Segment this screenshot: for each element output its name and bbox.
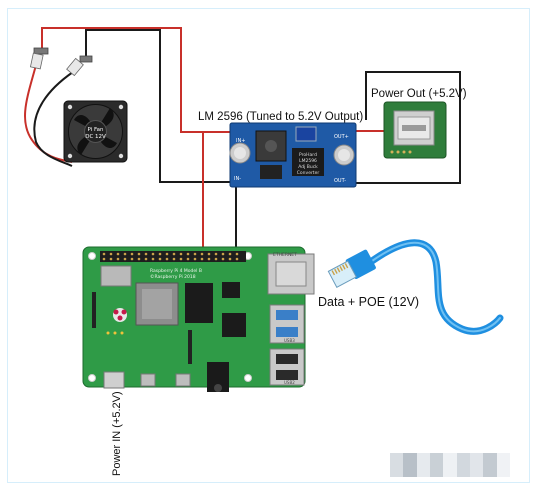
image-frame [7,8,530,483]
fan-connector-black [66,55,93,77]
ram-chip [185,283,213,323]
data-poe-label: Data + POE (12V) [318,295,420,309]
pixelated-watermark [390,453,510,477]
buck-chip-line4: Converter [297,170,320,176]
micro-hdmi-0 [140,373,156,387]
usb3-port-label: USB3 [284,338,295,343]
buck-pin-in-plus: IN+ [236,138,245,144]
usb-c-power-port [103,371,125,389]
ethernet-port-label: ETHERNET [273,252,297,258]
buck-chip-line2: LM2596 [299,158,317,164]
camera-connector [188,330,192,364]
buck-pin-out-plus: OUT+ [334,134,349,140]
ethernet-port: ETHERNET [267,252,315,295]
usb2-port-label: USB2 [284,380,295,385]
buck-converter-label: LM 2596 (Tuned to 5.2V Output) [198,111,364,123]
fan-connector-red [29,47,49,70]
fan-red-wire [24,27,230,163]
rj45-plug [327,249,376,288]
pi-fan: Pi Fan DC 12V [63,100,128,163]
ethernet-cable [327,239,504,335]
raspberry-pi-board: Raspberry Pi 4 Model B ©Raspberry Pi 201… [82,246,315,392]
usb-black-wire [350,71,461,184]
pi-model-label: Raspberry Pi 4 Model B [150,268,202,274]
ethernet-controller [222,313,246,337]
audio-jack [207,362,229,392]
buck-converter-board: ProHard LM2596 Adj Buck Converter IN+ IN… [229,122,357,188]
fan-label-line2: DC 12V [85,134,106,140]
buck-pin-out-minus: OUT- [334,178,346,184]
usb3-port: USB3 [269,304,305,344]
buck-chip-line3: Adj Buck [298,164,318,170]
wifi-module [100,265,132,287]
pi-copyright-label: ©Raspberry Pi 2018 [150,273,196,280]
micro-hdmi-1 [175,373,191,387]
display-connector [92,292,96,328]
raspberry-logo [113,308,127,322]
buck-chip-line1: ProHard [299,152,317,158]
fan-label-line1: Pi Fan [88,127,105,133]
usb-controller [222,282,240,298]
buck-pin-in-minus: IN- [234,176,241,182]
gpio-header [100,251,246,262]
usb2-port: USB2 [269,348,305,386]
power-out-label: Power Out (+5.2V) [371,88,467,100]
fan-black-wire [33,29,236,183]
power-in-label: Power IN (+5.2V) [111,391,123,476]
usb-output-board [383,101,447,159]
